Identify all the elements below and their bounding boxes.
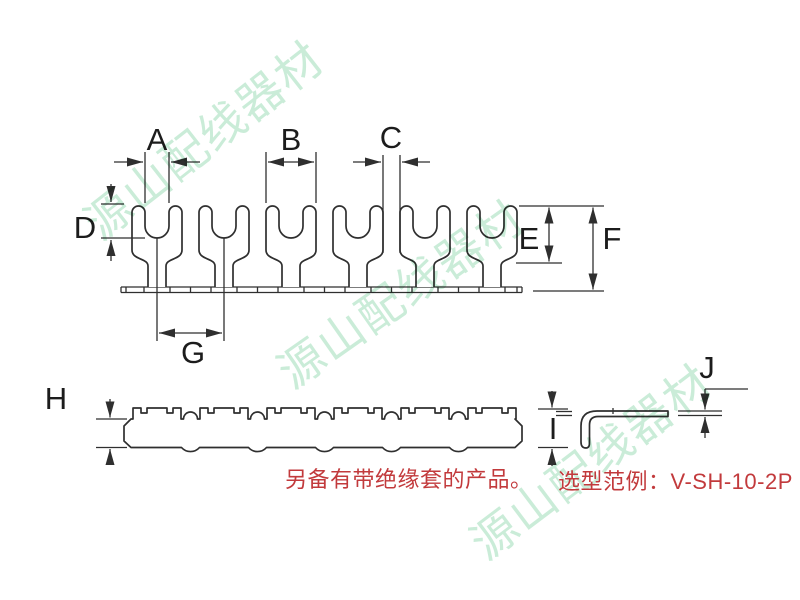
bracket-view	[580, 408, 669, 449]
dim-label-g: G	[181, 335, 205, 370]
plan-view	[123, 407, 523, 453]
dim-label-a: A	[147, 122, 168, 157]
dimension-annotations	[96, 152, 748, 466]
dim-label-f: F	[603, 221, 622, 256]
dim-label-j: J	[699, 350, 715, 385]
dim-label-h: H	[45, 381, 67, 416]
note-insulated-version: 另备有带绝缘套的产品。	[285, 467, 533, 492]
dim-label-d: D	[74, 210, 96, 245]
front-view	[120, 205, 523, 294]
dim-label-e: E	[519, 221, 540, 256]
dim-label-b: B	[281, 122, 302, 157]
dim-label-c: C	[380, 120, 402, 155]
dim-label-i: I	[549, 411, 558, 446]
note-selection-example: 选型范例：V-SH-10-2P	[558, 469, 793, 494]
